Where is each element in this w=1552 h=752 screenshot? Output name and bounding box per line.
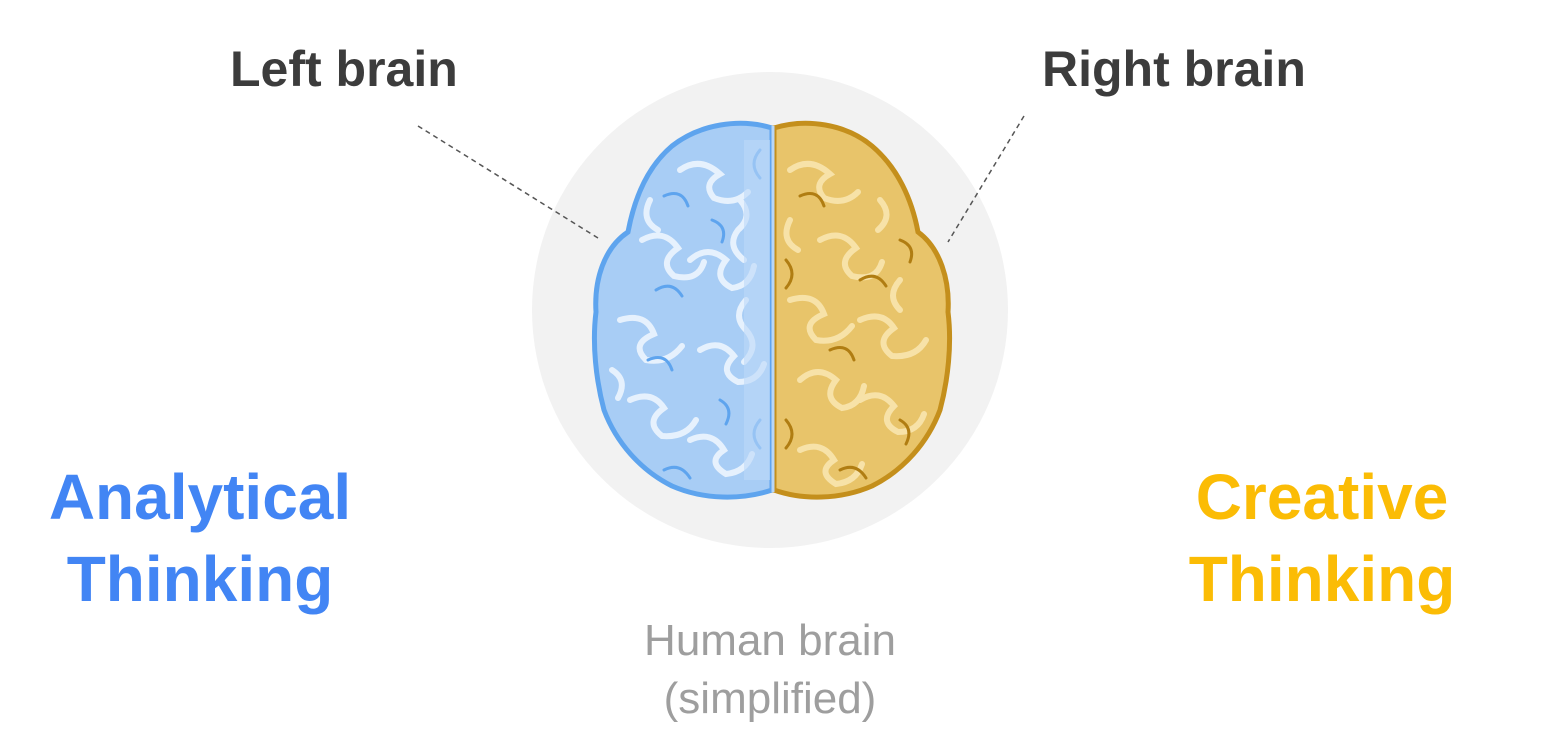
right-brain-label: Right brain	[1042, 41, 1306, 97]
creative-line1: Creative	[1195, 461, 1449, 533]
analytical-line1: Analytical	[48, 461, 352, 533]
creative-line2: Thinking	[1188, 543, 1456, 615]
right-hemisphere	[771, 120, 953, 500]
left-brain-label: Left brain	[230, 41, 458, 97]
caption-line2: (simplified)	[663, 674, 877, 723]
creative-thinking-label: Creative Thinking	[1142, 456, 1502, 620]
analytical-thinking-label: Analytical Thinking	[20, 456, 380, 620]
caption-line1: Human brain	[644, 616, 896, 665]
analytical-line2: Thinking	[66, 543, 334, 615]
right-leader-line	[947, 115, 1025, 243]
brain-caption: Human brain (simplified)	[570, 612, 970, 728]
left-hemisphere	[591, 120, 775, 500]
